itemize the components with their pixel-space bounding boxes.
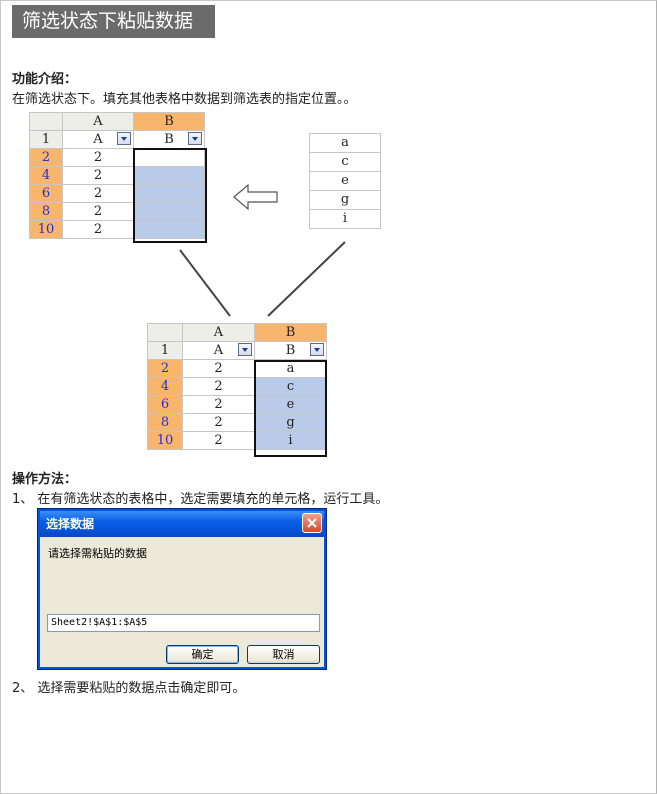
cell[interactable]: 2: [182, 431, 255, 450]
step-2-text: 2、 选择需要粘贴的数据点击确定即可。: [12, 681, 246, 696]
row-header[interactable]: 2: [147, 359, 183, 378]
filter-dropdown-icon[interactable]: [188, 132, 202, 145]
range-input[interactable]: Sheet2!$A$1:$A$5: [47, 614, 320, 632]
sheet-corner[interactable]: [147, 323, 183, 342]
list-item[interactable]: i: [309, 209, 381, 229]
close-icon: [307, 518, 317, 528]
row-header[interactable]: 2: [29, 148, 63, 167]
header-cell-b[interactable]: B: [133, 130, 205, 149]
row-header[interactable]: 1: [29, 130, 63, 149]
result-sheet: A B 1 A B 2 2 a 4 2 c 6 2 e 8 2 g 10 2 i: [147, 323, 327, 450]
col-header-a[interactable]: A: [182, 323, 255, 342]
cell[interactable]: 2: [62, 202, 134, 221]
target-cell[interactable]: [133, 148, 205, 167]
list-item[interactable]: a: [309, 133, 381, 153]
dialog-title[interactable]: 选择数据: [40, 511, 324, 537]
col-header-b[interactable]: B: [133, 112, 205, 131]
ok-button[interactable]: 确定: [166, 645, 239, 664]
list-item[interactable]: c: [309, 152, 381, 172]
intro-text: 在筛选状态下。填充其他表格中数据到筛选表的指定位置。。: [12, 92, 357, 107]
cell[interactable]: 2: [182, 377, 255, 396]
header-cell-a[interactable]: A: [62, 130, 134, 149]
row-header[interactable]: 10: [147, 431, 183, 450]
filled-cell[interactable]: a: [254, 359, 327, 378]
source-list: a c e g i: [309, 133, 381, 229]
row-header[interactable]: 4: [147, 377, 183, 396]
page-title: 筛选状态下粘贴数据: [12, 5, 215, 38]
row-header[interactable]: 6: [147, 395, 183, 414]
list-item[interactable]: g: [309, 190, 381, 210]
cancel-button[interactable]: 取消: [247, 645, 320, 664]
cell[interactable]: 2: [182, 359, 255, 378]
sheet-corner[interactable]: [29, 112, 63, 131]
filter-dropdown-icon[interactable]: [310, 343, 324, 356]
cell[interactable]: 2: [62, 220, 134, 239]
close-button[interactable]: [302, 513, 322, 533]
filter-dropdown-icon[interactable]: [117, 132, 131, 145]
cell[interactable]: 2: [62, 148, 134, 167]
target-cell[interactable]: [133, 202, 205, 221]
intro-heading: 功能介绍：: [12, 72, 78, 87]
target-cell[interactable]: [133, 166, 205, 185]
header-cell-a[interactable]: A: [182, 341, 255, 360]
cell[interactable]: 2: [182, 413, 255, 432]
filled-cell[interactable]: c: [254, 377, 327, 396]
cell[interactable]: 2: [182, 395, 255, 414]
dialog-prompt: 请选择需粘贴的数据: [48, 547, 147, 560]
cell[interactable]: 2: [62, 184, 134, 203]
method-heading: 操作方法：: [12, 472, 78, 487]
col-header-a[interactable]: A: [62, 112, 134, 131]
cell-text: B: [285, 343, 296, 358]
row-header[interactable]: 4: [29, 166, 63, 185]
step-1-text: 1、 在有筛选状态的表格中，选定需要填充的单元格，运行工具。: [12, 492, 389, 507]
row-header[interactable]: 8: [29, 202, 63, 221]
cell-text: B: [164, 132, 174, 147]
select-data-dialog: 选择数据 请选择需粘贴的数据 Sheet2!$A$1:$A$5 确定 取消: [37, 508, 327, 670]
filled-cell[interactable]: i: [254, 431, 327, 450]
top-sheet: A B 1 A B 2 2 4 2 6 2 8 2 10 2: [29, 112, 205, 239]
connector-lines: [179, 241, 346, 317]
row-header[interactable]: 6: [29, 184, 63, 203]
row-header[interactable]: 8: [147, 413, 183, 432]
filled-cell[interactable]: g: [254, 413, 327, 432]
list-item[interactable]: e: [309, 171, 381, 191]
target-cell[interactable]: [133, 220, 205, 239]
cell-text: A: [213, 343, 224, 358]
col-header-b[interactable]: B: [254, 323, 327, 342]
row-header[interactable]: 1: [147, 341, 183, 360]
row-header[interactable]: 10: [29, 220, 63, 239]
header-cell-b[interactable]: B: [254, 341, 327, 360]
filled-cell[interactable]: e: [254, 395, 327, 414]
cell-text: A: [93, 132, 103, 147]
filter-dropdown-icon[interactable]: [238, 343, 252, 356]
target-cell[interactable]: [133, 184, 205, 203]
left-arrow-icon: [233, 183, 278, 211]
cell[interactable]: 2: [62, 166, 134, 185]
